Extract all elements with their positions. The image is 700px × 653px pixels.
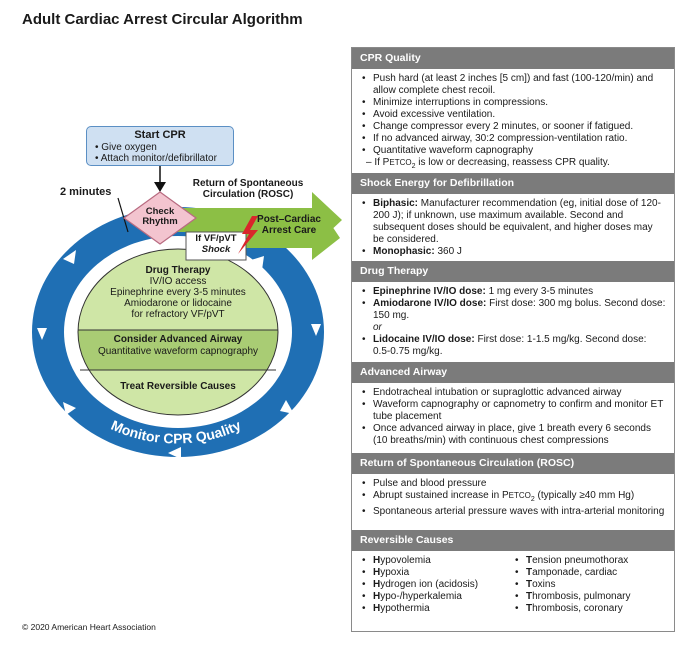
post-arrest-arrow	[238, 196, 340, 260]
airway-title: Consider Advanced Airway	[113, 334, 243, 345]
section-body-cpr-quality: Push hard (at least 2 inches [5 cm]) and…	[352, 69, 674, 173]
list-item: Thrombosis, coronary	[515, 603, 666, 615]
section-header-reversible-causes: Reversible Causes	[352, 530, 674, 551]
list-item: Tamponade, cardiac	[515, 567, 666, 579]
list-item: Amiodarone IV/IO dose: First dose: 300 m…	[362, 298, 666, 322]
list-item: Quantitative waveform capnography	[362, 145, 666, 157]
section-body-reversible-causes: Hypovolemia Hypoxia Hydrogen ion (acidos…	[352, 551, 674, 631]
section-body-drug-therapy: Epinephrine IV/IO dose: 1 mg every 3-5 m…	[352, 282, 674, 362]
section-header-shock-energy: Shock Energy for Defibrillation	[352, 173, 674, 194]
section-header-rosc: Return of Spontaneous Circulation (ROSC)	[352, 453, 674, 474]
list-item: Minimize interruptions in compressions.	[362, 97, 666, 109]
airway-block: Consider Advanced Airway Quantitative wa…	[88, 334, 268, 358]
ring-arrow-icon	[280, 400, 294, 414]
lightning-icon	[238, 216, 258, 254]
ring-arrow-icon	[168, 447, 181, 459]
list-item: Lidocaine IV/IO dose: First dose: 1-1.5 …	[362, 334, 666, 358]
list-item: Monophasic: 360 J	[362, 246, 666, 258]
ring-arrow-icon	[37, 328, 47, 340]
list-item: Epinephrine IV/IO dose: 1 mg every 3-5 m…	[362, 286, 666, 298]
list-item: Push hard (at least 2 inches [5 cm]) and…	[362, 73, 666, 97]
list-item: Toxins	[515, 579, 666, 591]
section-header-cpr-quality: CPR Quality	[352, 48, 674, 69]
list-item: Hypoxia	[362, 567, 513, 579]
capnography-note: – If PETCO2 is low or decreasing, reasse…	[366, 157, 610, 170]
list-item: Change compressor every 2 minutes, or so…	[362, 121, 666, 133]
section-header-drug-therapy: Drug Therapy	[352, 261, 674, 282]
start-cpr-item: • Give oxygen	[95, 142, 157, 153]
start-cpr-item: • Attach monitor/defibrillator	[95, 153, 217, 164]
start-cpr-box: Start CPR • Give oxygen • Attach monitor…	[86, 126, 234, 166]
list-item: Hypovolemia	[362, 555, 513, 567]
airway-zone	[78, 330, 278, 370]
list-item: Spontaneous arterial pressure waves with…	[362, 506, 666, 518]
list-item: Waveform capnography or capnometry to co…	[362, 399, 666, 423]
drug-therapy-title: Drug Therapy	[145, 265, 211, 276]
list-item: Biphasic: Manufacturer recommendation (e…	[362, 198, 666, 246]
or-label: or	[373, 322, 382, 333]
ring-arrow-icon	[251, 256, 264, 270]
list-item: Endotracheal intubation or supraglottic …	[362, 387, 666, 399]
info-panel: CPR Quality Push hard (at least 2 inches…	[351, 47, 675, 632]
copyright: © 2020 American Heart Association	[22, 622, 156, 632]
check-rhythm-diamond	[122, 191, 198, 245]
two-minutes-label: 2 minutes	[60, 186, 112, 198]
list-item: Avoid excessive ventilation.	[362, 109, 666, 121]
start-cpr-title: Start CPR	[134, 129, 186, 141]
section-header-advanced-airway: Advanced Airway	[352, 362, 674, 383]
ring-arrow-icon	[63, 402, 76, 415]
shock-tag	[185, 231, 247, 261]
list-item: Hydrogen ion (acidosis)	[362, 579, 513, 591]
section-body-rosc: Pulse and blood pressure Abrupt sustaine…	[352, 474, 674, 530]
list-item: Once advanced airway in place, give 1 br…	[362, 423, 666, 447]
algorithm-diagram: Continuous CPR Continuous CPR Monitor CP…	[0, 166, 357, 459]
list-item: If no advanced airway, 30:2 compression-…	[362, 133, 666, 145]
list-item: Pulse and blood pressure	[362, 478, 666, 490]
list-item: Tension pneumothorax	[515, 555, 666, 567]
ring-arrow-icon	[63, 250, 76, 264]
list-item: Thrombosis, pulmonary	[515, 591, 666, 603]
ring-arrow-icon	[311, 324, 321, 336]
list-item: Abrupt sustained increase in PETCO2 (typ…	[362, 490, 666, 506]
list-item: Hypo-/hyperkalemia	[362, 591, 513, 603]
reversible-block: Treat Reversible Causes	[120, 381, 236, 392]
list-item: Hypothermia	[362, 603, 513, 615]
drug-therapy-block: Drug Therapy IV/IO access Epinephrine ev…	[88, 265, 268, 320]
section-body-advanced-airway: Endotracheal intubation or supraglottic …	[352, 383, 674, 453]
page-title: Adult Cardiac Arrest Circular Algorithm	[22, 11, 303, 28]
section-body-shock-energy: Biphasic: Manufacturer recommendation (e…	[352, 194, 674, 261]
